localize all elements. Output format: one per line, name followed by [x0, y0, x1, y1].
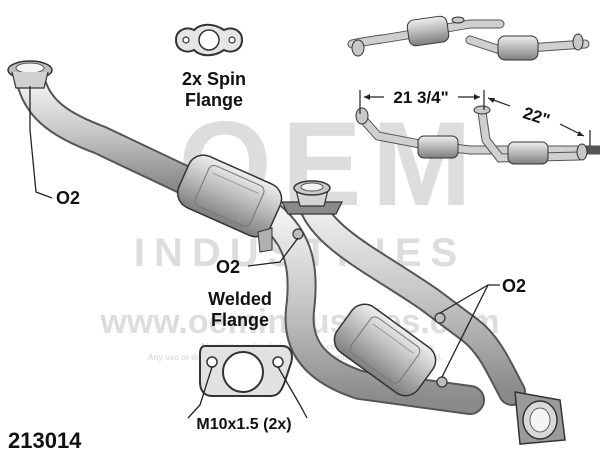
- welded-flange-icon: [199, 345, 293, 397]
- outlet-flange: [514, 391, 566, 445]
- welded-flange-label-line-1: Welded: [208, 289, 272, 309]
- overview-thumbnail: [347, 15, 590, 61]
- dimension-drawing: 21 3/4" 22": [355, 88, 600, 165]
- spin-flange-label-line-1: 2x Spin: [182, 69, 246, 89]
- right-inlet-flange: [281, 180, 343, 215]
- o2-middle-callout: [247, 237, 299, 267]
- o2-right-callout-lower: [441, 284, 489, 378]
- dimension-b-label: 22": [521, 103, 553, 129]
- part-number: 213014: [8, 428, 82, 453]
- o2-bung-middle: [292, 228, 304, 240]
- bolt-hole-right: [272, 356, 284, 368]
- o2-left-callout: [29, 86, 53, 199]
- o2-right-label: O2: [502, 276, 526, 296]
- bolt-hole-left: [206, 356, 218, 368]
- left-pipe: [19, 72, 208, 198]
- o2-middle-label: O2: [216, 257, 240, 277]
- bolt-spec-label: M10x1.5 (2x): [196, 416, 291, 433]
- spin-flange-icon: [174, 23, 244, 57]
- bolt-callout-left: [187, 366, 213, 419]
- lower-pipe: [257, 202, 483, 413]
- exhaust-assembly: [7, 60, 566, 445]
- o2-bung-right-upper: [434, 312, 446, 324]
- dimension-a-label: 21 3/4": [393, 88, 448, 107]
- bolt-callout-right: [277, 366, 308, 419]
- spin-flange-label-line-2: Flange: [185, 90, 243, 110]
- welded-flange-label-line-2: Flange: [211, 310, 269, 330]
- upper-catalytic-converter: [176, 154, 283, 238]
- right-pipe: [300, 193, 524, 404]
- o2-bung-right-lower: [436, 376, 448, 388]
- left-inlet-flange: [7, 60, 53, 89]
- lower-catalytic-converter: [333, 303, 437, 397]
- o2-left-label: O2: [56, 188, 80, 208]
- mount-bracket: [257, 227, 273, 253]
